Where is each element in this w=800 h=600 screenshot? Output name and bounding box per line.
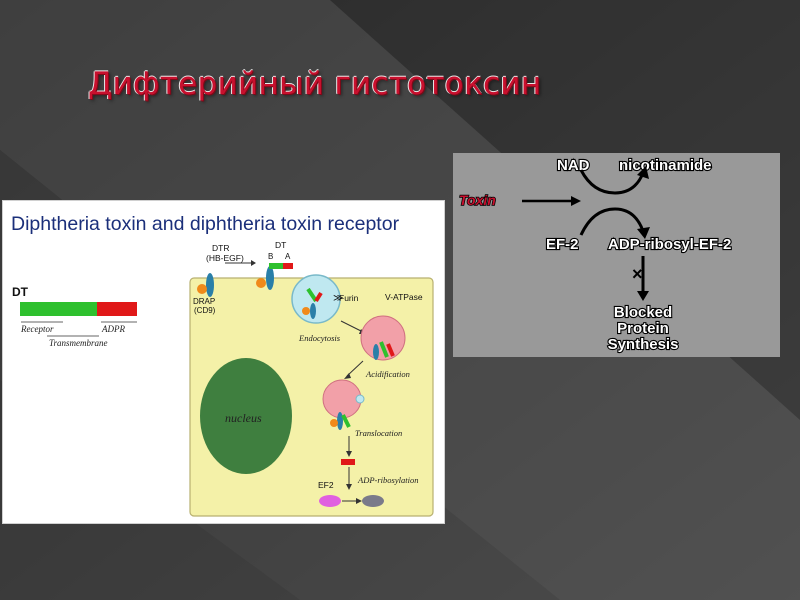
nucleus-shape — [200, 358, 292, 474]
a-fragment — [341, 459, 355, 465]
ef2-label: EF-2 — [546, 236, 579, 253]
furin-label: Furin — [339, 293, 359, 303]
drap-label-2: (CD9) — [194, 306, 216, 315]
blocked-line-3: Synthesis — [608, 336, 679, 353]
toxin-label: Toxin — [459, 192, 496, 208]
block-mark: × — [632, 264, 643, 284]
receptor-domain-label: Receptor — [20, 324, 54, 334]
ef2-reaction-diagram: NAD nicotinamide Toxin EF-2 ADP-ribosyl-… — [453, 153, 780, 357]
receptor-domain-bar — [20, 302, 97, 316]
ef2-label: EF2 — [318, 480, 334, 490]
acidification-vesicle — [360, 315, 406, 361]
modified-ef2-shape — [362, 495, 384, 507]
blocked-line-2: Protein — [617, 320, 669, 337]
adp-ribosyl-ef2-label: ADP-ribosyl-EF-2 — [608, 236, 731, 253]
ef2-shape — [319, 495, 341, 507]
svg-text:≫: ≫ — [333, 293, 343, 304]
dt-a-label: A — [285, 252, 291, 261]
nucleus-label: nucleus — [225, 411, 262, 425]
dt-receptor-diagram: Diphtheria toxin and diphtheria toxin re… — [2, 200, 445, 524]
dtr-receptor — [206, 273, 214, 297]
v-atpase-label: V-ATPase — [385, 292, 423, 302]
drap-receptor — [197, 284, 207, 294]
dt-b-label: B — [268, 252, 273, 261]
drap-label-1: DRAP — [193, 297, 215, 306]
nad-label: NAD — [557, 157, 590, 174]
blocked-line-1: Blocked — [614, 304, 672, 321]
diagram-heading: Diphtheria toxin and diphtheria toxin re… — [11, 213, 400, 235]
dt-label: DT — [12, 285, 29, 299]
slide-title: Дифтерийный гистотоксин — [88, 66, 542, 102]
dtr-label-1: DTR — [212, 243, 229, 253]
acidification-label: Acidification — [365, 369, 410, 379]
adp-ribosylation-label: ADP-ribosylation — [357, 475, 418, 485]
ef2-to-adp-ribosyl-arrow — [579, 207, 645, 236]
nicotinamide-label: nicotinamide — [619, 157, 712, 174]
nad-to-nicotinamide-arrow — [579, 169, 645, 195]
transmembrane-domain-label: Transmembrane — [49, 338, 108, 348]
endocytosis-label: Endocytosis — [298, 333, 341, 343]
translocation-label: Translocation — [355, 428, 402, 438]
dt-top-label: DT — [275, 240, 286, 250]
adpr-domain-bar — [97, 302, 137, 316]
dtr-label-2: (HB-EGF) — [206, 253, 244, 263]
adpr-domain-label: ADPR — [101, 324, 125, 334]
translocation-vesicle — [322, 379, 362, 419]
